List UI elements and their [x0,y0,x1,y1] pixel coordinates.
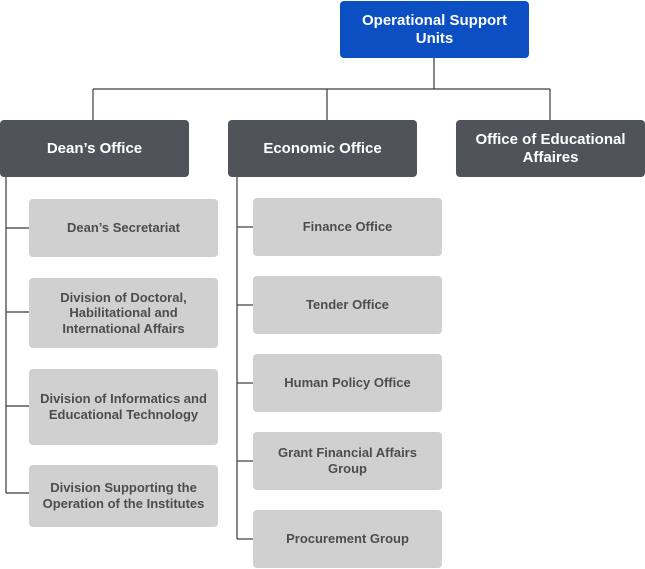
node-label: Division of Doctoral, Habilitational and… [60,289,187,336]
node-label: Finance Office [302,219,393,235]
node-tender-office: Tender Office [253,276,442,334]
node-human-policy-office: Human Policy Office [253,354,442,412]
node-label: Human Policy Office [284,375,411,391]
node-label: Procurement Group [286,531,409,547]
node-label: Division of Informatics and Educational … [40,391,207,422]
node-finance-office: Finance Office [253,198,442,256]
node-office-of-educational-affaires: Office of Educational Affaires [456,120,645,177]
node-label: Grant Financial Affairs Group [278,445,417,476]
node-procurement-group: Procurement Group [253,510,442,568]
node-label: Dean’s Office [46,139,143,157]
node-label: Dean’s Secretariat [67,220,180,236]
node-label: Operational Support Units [361,11,507,47]
node-operational-support-units: Operational Support Units [340,1,529,58]
node-label: Economic Office [263,139,382,157]
node-deans-secretariat: Dean’s Secretariat [29,199,218,257]
node-division-supporting-operation-institutes: Division Supporting the Operation of the… [29,465,218,527]
node-division-doctoral-habilitational-international-affairs: Division of Doctoral, Habilitational and… [29,278,218,348]
node-deans-office: Dean’s Office [0,120,189,177]
node-label: Office of Educational Affaires [475,130,626,166]
node-label: Tender Office [306,297,389,313]
node-economic-office: Economic Office [228,120,417,177]
node-label: Division Supporting the Operation of the… [42,480,205,511]
node-division-informatics-educational-technology: Division of Informatics and Educational … [29,369,218,445]
node-grant-financial-affairs-group: Grant Financial Affairs Group [253,432,442,490]
